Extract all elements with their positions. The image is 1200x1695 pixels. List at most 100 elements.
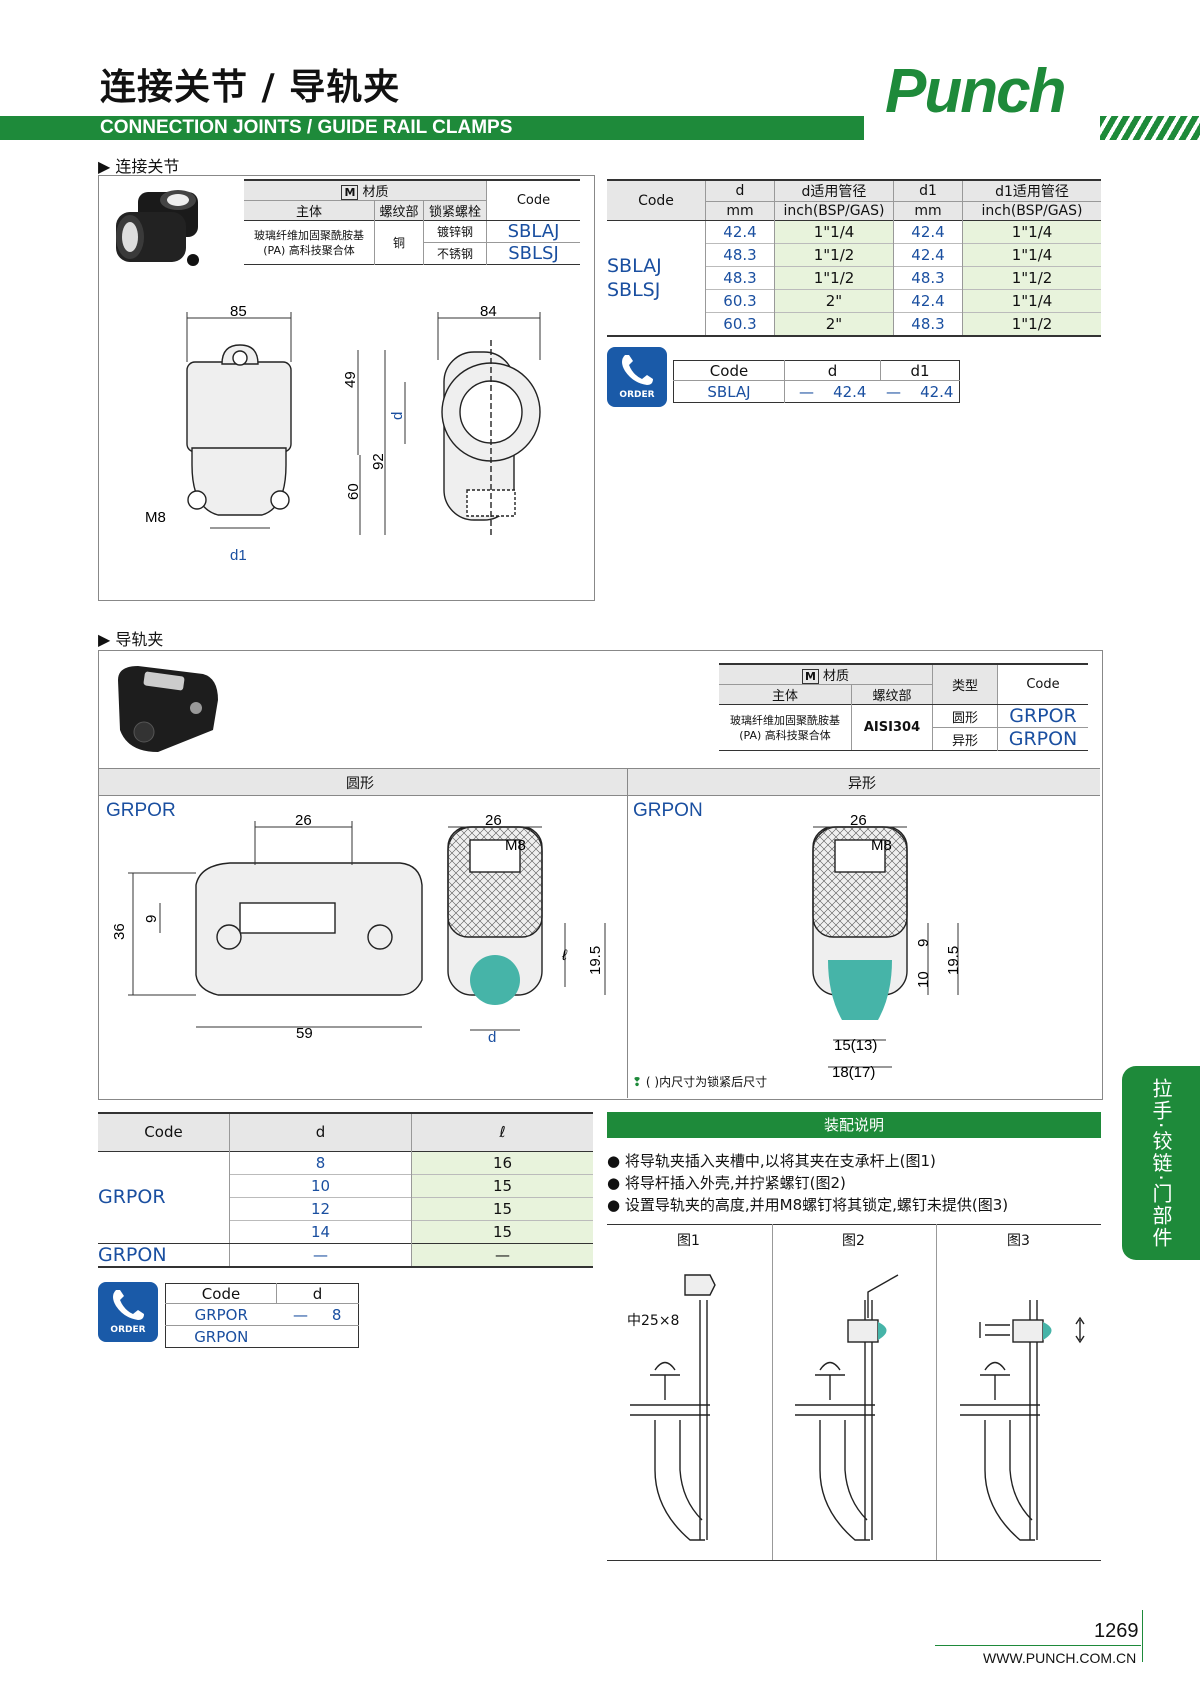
spec-r1-dp: 1"1/2	[774, 243, 894, 267]
unit-inch2: inch(BSP/GAS)	[962, 201, 1101, 221]
material-label-2: 材质	[823, 669, 850, 684]
unit-mm: mm	[705, 201, 775, 221]
page-number: 1269	[1094, 1620, 1139, 1642]
order1-code-h: Code	[709, 361, 749, 380]
assembly-step-3: ● 设置导轨夹的高度,并用M8螺钉将其锁定,螺钉未提供(图3)	[607, 1196, 1009, 1214]
order2-d-h: d	[276, 1283, 359, 1304]
round-dim-d: d	[488, 1029, 496, 1045]
thread-material-2: AISI304	[851, 704, 933, 751]
dim-92: 92	[370, 453, 387, 470]
phone-icon	[622, 355, 653, 385]
assembly-step-2: ● 将导杆插入外壳,并拧紧螺钉(图2)	[607, 1174, 846, 1192]
spec-code-header: Code	[607, 180, 706, 221]
type-header: 类型	[932, 664, 998, 705]
size-grpon: GRPON	[98, 1243, 167, 1266]
size-r3-l: 15	[411, 1220, 593, 1243]
round-code-label: GRPOR	[106, 800, 176, 821]
title-bar	[0, 116, 1200, 140]
code-sblaj: SBLAJ	[486, 220, 580, 243]
size-grpor: GRPOR	[98, 1151, 230, 1244]
spec-r4-d: 60.3	[705, 312, 775, 336]
phone-icon-2	[113, 1290, 144, 1320]
body-header: 主体	[295, 205, 322, 220]
brand-subtitle: 工厂自动化零件	[920, 117, 1096, 139]
shaped-label: 异形	[848, 776, 876, 792]
shaped-note: ❢ ( )内尺寸为锁紧后尺寸	[632, 1073, 767, 1090]
order-table-2: Code d GRPOR — 8 GRPON	[165, 1283, 359, 1348]
spec-r4-dp: 2"	[774, 312, 894, 336]
assembly-line-bottom	[607, 1560, 1101, 1561]
spec-r3-d1: 42.4	[893, 289, 963, 313]
type-round: 圆形	[932, 704, 998, 728]
category-side-tab[interactable]: 拉手·铰链·门部件	[1122, 1066, 1200, 1260]
shaped-dim-195: 19.5	[945, 946, 962, 975]
round-label: 圆形	[346, 776, 374, 792]
round-clamp-drawing: 26 26 M8 36 9 59 ℓ 19.5 d	[111, 812, 606, 1045]
info-icon: ❢	[632, 1075, 643, 1089]
spec-dpipe-header: d适用管径	[774, 180, 894, 202]
dim-d: d	[389, 412, 406, 420]
clamp-size-table: Code d ℓ GRPOR 8 16 10 15 12 15 14 15 GR…	[98, 1112, 593, 1268]
unit-mm2: mm	[893, 201, 963, 221]
order2-r1-dash: —	[293, 1305, 309, 1324]
spec-d-header: d	[705, 180, 775, 202]
code-sblsj: SBLSJ	[486, 242, 580, 265]
stripes-decoration	[1100, 116, 1200, 140]
size-r1-d: 10	[229, 1174, 412, 1197]
spec-r4-d1p: 1"1/2	[962, 312, 1101, 336]
fig2-label: 图2	[842, 1233, 865, 1249]
spec-r2-d1: 48.3	[893, 266, 963, 290]
spec-d1pipe-header: d1适用管径	[962, 180, 1101, 202]
assembly-div-1	[772, 1224, 773, 1560]
page-title-cn: 连接关节 / 导轨夹	[100, 67, 401, 108]
size-code-h: Code	[144, 1123, 183, 1142]
footer-url[interactable]: WWW.PUNCH.COM.CN	[983, 1650, 1137, 1666]
order2-r1-code: GRPOR	[194, 1305, 248, 1324]
type-shaped: 异形	[932, 727, 998, 751]
type-header-bar	[99, 768, 1100, 796]
assembly-title: 装配说明	[607, 1112, 1101, 1138]
dim-85: 85	[230, 303, 247, 320]
spec-r2-d: 48.3	[705, 266, 775, 290]
bolt-zinc: 镀锌钢	[423, 220, 487, 243]
shaped-note-text: ( )内尺寸为锁紧后尺寸	[645, 1075, 768, 1089]
section-title-clamps: ▶ 导轨夹	[98, 630, 164, 649]
shaped-dim-18: 18(17)	[832, 1064, 875, 1081]
code-header: Code	[486, 180, 580, 221]
order1-d1-h: d1	[880, 360, 960, 381]
fig1-label: 图1	[677, 1233, 700, 1249]
spec-r3-dp: 2"	[774, 289, 894, 313]
order-icon-2: ORDER	[98, 1282, 158, 1342]
spec-r0-dp: 1"1/4	[774, 220, 894, 244]
joints-panel	[98, 175, 595, 601]
joint-spec-table: Code d d适用管径 d1 d1适用管径 mm inch(BSP/GAS) …	[607, 179, 1101, 337]
round-dim-l: ℓ	[561, 947, 568, 964]
dim-60: 60	[345, 483, 362, 500]
spec-r2-d1p: 1"1/2	[962, 266, 1101, 290]
order1-d-h: d	[784, 360, 881, 381]
order1-d: 42.4	[833, 382, 867, 401]
spec-r3-d1p: 1"1/4	[962, 289, 1101, 313]
fig3-label: 图3	[1007, 1233, 1030, 1249]
spec-d1-header: d1	[893, 180, 963, 202]
assembly-div-2	[936, 1224, 937, 1560]
size-r1-l: 15	[411, 1174, 593, 1197]
spec-r0-d1p: 1"1/4	[962, 220, 1101, 244]
brand-logo: Punch	[885, 57, 1066, 126]
spec-r1-d1: 42.4	[893, 243, 963, 267]
shaped-clamp-drawing: 26 M8 9 10 19.5 15(13) 18(17)	[812, 812, 962, 1081]
type-divider	[627, 768, 628, 1098]
size-l-h: ℓ	[411, 1113, 593, 1151]
assembly-figures	[630, 1274, 1085, 1541]
size-r3-d: 14	[229, 1220, 412, 1243]
round-dim-m8: M8	[505, 837, 526, 854]
clamps-panel	[98, 650, 1103, 1100]
size-r0-l: 16	[411, 1151, 593, 1174]
size-r0-d: 8	[229, 1151, 412, 1174]
material-label: 材质	[362, 185, 389, 200]
m-badge: M	[341, 185, 359, 200]
order1-dash2: —	[886, 382, 901, 401]
round-dim-36: 36	[111, 923, 128, 940]
thread-material: 铜	[374, 220, 424, 265]
shaped-code-label: GRPON	[633, 800, 703, 821]
